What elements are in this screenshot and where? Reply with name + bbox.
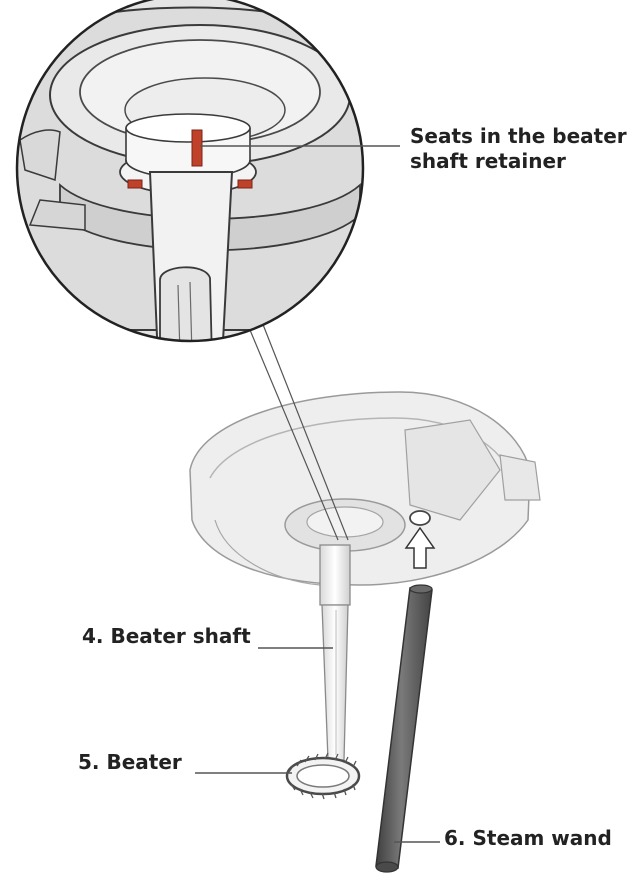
zoom-detail <box>15 0 365 343</box>
callout-retainer-line2: shaft retainer <box>410 149 566 173</box>
leader-lines <box>195 145 440 843</box>
callout-retainer: Seats in the beater shaft retainer <box>410 124 627 174</box>
callout-beater: 5. Beater <box>78 750 182 774</box>
steam-wand <box>375 584 433 873</box>
callout-retainer-line1: Seats in the beater <box>410 124 627 148</box>
beater-shaft <box>319 544 351 761</box>
beater-whisk <box>285 752 361 800</box>
up-arrow-icon <box>404 510 436 569</box>
callout-steam-wand: 6. Steam wand <box>444 826 612 850</box>
callout-beater-shaft: 4. Beater shaft <box>82 624 251 648</box>
lid-housing <box>189 391 541 586</box>
zoom-connector <box>249 321 349 541</box>
